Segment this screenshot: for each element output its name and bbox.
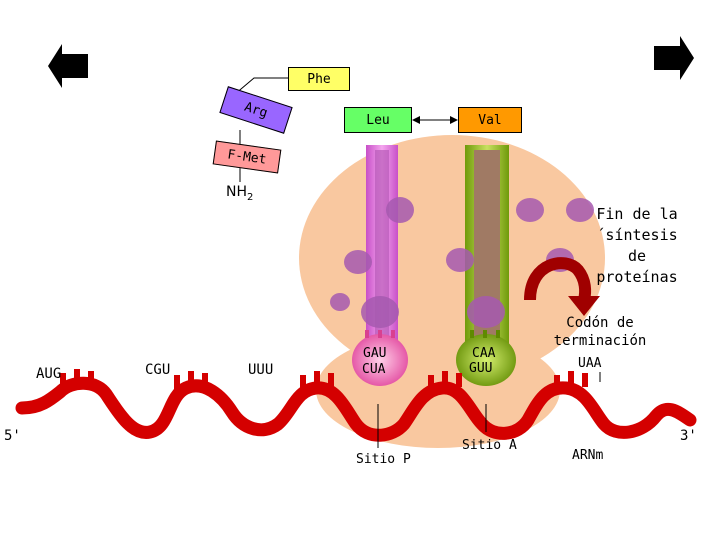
codon-cua: CUA [362, 362, 386, 377]
leu-box: Leu [344, 107, 412, 133]
back-arrow-icon[interactable] [48, 44, 88, 88]
p-site-anticodon [352, 330, 408, 386]
ribosome-proteins [330, 197, 594, 328]
codon-line-1: Codón de [566, 315, 634, 331]
mrna-strand [15, 369, 697, 442]
five-prime-label: 5' [4, 428, 21, 444]
fin-line-2: ´síntesis [596, 226, 678, 244]
sitio-a-label: Sitio A [462, 438, 517, 453]
three-prime-label: 3' [680, 428, 697, 444]
fin-line-4: proteínas [596, 268, 678, 286]
codon-uuu: UUU [248, 362, 274, 378]
phe-box: Phe [288, 67, 350, 91]
fin-line-3: de [627, 247, 647, 265]
sitio-p-label: Sitio P [356, 452, 411, 467]
fin-sintesis-label: Fin de la ´síntesis de proteínas [578, 204, 696, 288]
nh2-label: NH2 [226, 184, 254, 203]
codon-uaa: UAA [578, 356, 602, 371]
codon-aug: AUG [36, 366, 62, 382]
val-box: Val [458, 107, 522, 133]
forward-arrow-icon[interactable] [654, 36, 694, 80]
codon-cgu: CGU [145, 362, 171, 378]
codon-terminacion-label: Codón de terminación [542, 314, 658, 350]
curved-arrow-icon [524, 257, 600, 316]
fin-line-1: Fin de la [596, 205, 678, 223]
anticodon-caa: CAA [472, 346, 496, 361]
anticodon-gau: GAU [363, 346, 387, 361]
codon-line-2: terminación [553, 333, 647, 349]
arnm-label: ARNm [572, 448, 604, 463]
codon-guu: GUU [469, 361, 493, 376]
a-site-anticodon [456, 330, 516, 386]
peptide-bond-arrow [412, 116, 458, 124]
